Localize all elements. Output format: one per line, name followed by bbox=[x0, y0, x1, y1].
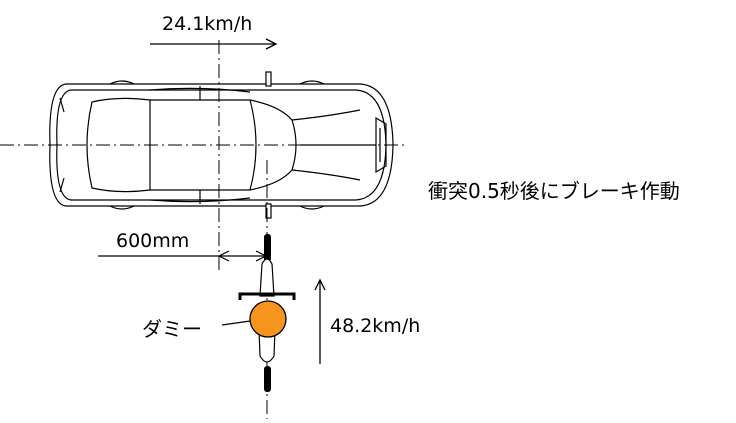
dummy-label: ダミー bbox=[142, 317, 202, 341]
bike-speed-arrow bbox=[314, 278, 326, 364]
braking-note: 衝突0.5秒後にブレーキ作動 bbox=[428, 179, 680, 203]
dummy-leader-line bbox=[221, 320, 251, 326]
offset-label: 600mm bbox=[116, 230, 189, 252]
offset-dimension bbox=[98, 250, 268, 262]
car-speed-label: 24.1km/h bbox=[162, 13, 252, 35]
center-lines bbox=[0, 40, 404, 419]
dummy-head bbox=[249, 300, 287, 338]
car-speed-arrow bbox=[150, 38, 278, 50]
car-top-view bbox=[49, 71, 394, 219]
bike-speed-label: 48.2km/h bbox=[330, 315, 420, 337]
